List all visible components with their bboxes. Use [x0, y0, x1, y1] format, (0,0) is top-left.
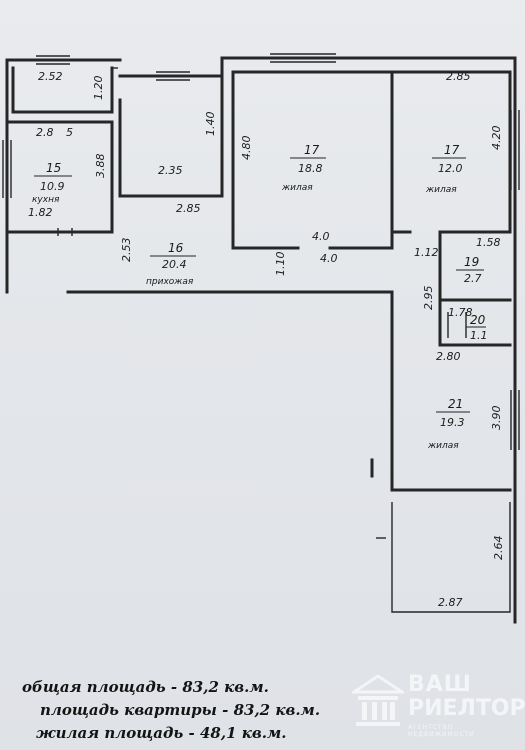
dim-room-20-top: 1.78 — [448, 306, 473, 319]
room-17a-number: 17 — [304, 143, 320, 157]
dim-living-a-bottom-b: 4.0 — [320, 252, 338, 265]
room-17b-number: 17 — [444, 143, 460, 157]
wall-living-a-right — [231, 70, 394, 250]
dim-small-top-height: 1.20 — [92, 76, 105, 101]
window-right — [510, 110, 520, 190]
wall-kitchen — [5, 120, 114, 234]
dim-living-a-bottom: 4.0 — [312, 230, 330, 243]
wall-room-19-20 — [438, 230, 512, 347]
room-21-number: 21 — [448, 397, 463, 411]
room-17a-name: жилая — [281, 183, 313, 193]
room-19-number: 19 — [464, 255, 479, 269]
dim-room-19-top: 1.58 — [476, 236, 501, 249]
dim-balcony-depth: 2.64 — [492, 536, 505, 561]
room-16-name: прихожая — [146, 277, 194, 287]
wall-small-room — [11, 66, 114, 114]
dim-balcony-width: 2.87 — [438, 596, 463, 609]
wall-living-b — [390, 70, 512, 234]
room-20-fixture — [447, 312, 467, 338]
room-17a-area: 18.8 — [298, 162, 323, 175]
logo-text-line2: РИЕЛТОР — [408, 696, 525, 721]
dim-small-top-width: 2.52 — [38, 70, 63, 83]
room-20-number: 20 — [470, 313, 486, 327]
dim-kitchen-top: 2.8 — [36, 126, 54, 139]
room-21-area: 19.3 — [440, 416, 465, 429]
window-top-mid — [156, 71, 190, 81]
logo-tagline: АГЕНТСТВО НЕДВИЖИМОСТИ — [408, 724, 475, 738]
room-15-number: 15 — [46, 161, 61, 175]
apartment-area: площадь квартиры - 83,2 кв.м. — [40, 701, 321, 719]
walls — [2, 53, 520, 624]
wall-room-21 — [390, 343, 512, 492]
window-top-left — [36, 55, 70, 65]
dim-kitchen-side: 3.88 — [94, 154, 107, 179]
dim-room-21-top: 2.80 — [436, 350, 461, 363]
dim-hall-side: 2.53 — [120, 238, 133, 263]
living-area: жилая площадь - 48,1 кв.м. — [36, 724, 287, 742]
dim-living-b-top: 2.85 — [446, 70, 471, 83]
room-21-name: жилая — [427, 441, 459, 451]
dim-living-a-door: 1.10 — [274, 252, 287, 277]
room-16-area: 20.4 — [162, 258, 187, 271]
wall-hall-bottom — [66, 290, 394, 347]
floor-plan-drawing: 2.52 1.20 2.8 5 15 10.9 кухня 1.82 3.88 … — [2, 53, 520, 624]
dim-living-a-side: 4.80 — [240, 136, 253, 161]
room-20-area: 1.1 — [470, 329, 488, 342]
window-left — [2, 140, 12, 198]
window-top-right — [270, 53, 336, 63]
dim-living-b-side: 4.20 — [490, 126, 503, 151]
total-area: общая площадь - 83,2 кв.м. — [22, 678, 269, 696]
agency-logo: ВАШ РИЕЛТОР АГЕНТСТВО НЕДВИЖИМОСТИ — [352, 672, 525, 742]
wall-balcony — [391, 502, 511, 613]
room-15-name: кухня — [32, 195, 60, 205]
dim-kitchen-top-b: 5 — [66, 126, 73, 139]
building-columns-icon — [352, 674, 404, 726]
room-16-number: 16 — [168, 241, 184, 255]
dim-corridor-side: 1.40 — [204, 112, 217, 137]
window-right-lower — [510, 390, 520, 450]
dim-room-21-side: 3.90 — [490, 406, 503, 431]
kitchen-door — [57, 228, 73, 236]
dim-room-19-left: 1.12 — [414, 246, 439, 259]
dim-corridor-bottom: 2.85 — [176, 202, 201, 215]
room-17b-name: жилая — [425, 185, 457, 195]
logo-text-line1: ВАШ — [408, 672, 472, 697]
area-summary: общая площадь - 83,2 кв.м. площадь кварт… — [22, 676, 320, 745]
room-19-area: 2.7 — [464, 272, 482, 285]
dim-corridor-top: 2.35 — [158, 164, 183, 177]
room-15-area: 10.9 — [40, 180, 65, 193]
room-labels: 2.52 1.20 2.8 5 15 10.9 кухня 1.82 3.88 … — [28, 70, 505, 609]
room-17b-area: 12.0 — [438, 162, 463, 175]
dim-kitchen-bottom: 1.82 — [28, 206, 53, 219]
dim-room-20-side: 2.95 — [422, 286, 435, 311]
wall-living-a — [231, 70, 300, 250]
